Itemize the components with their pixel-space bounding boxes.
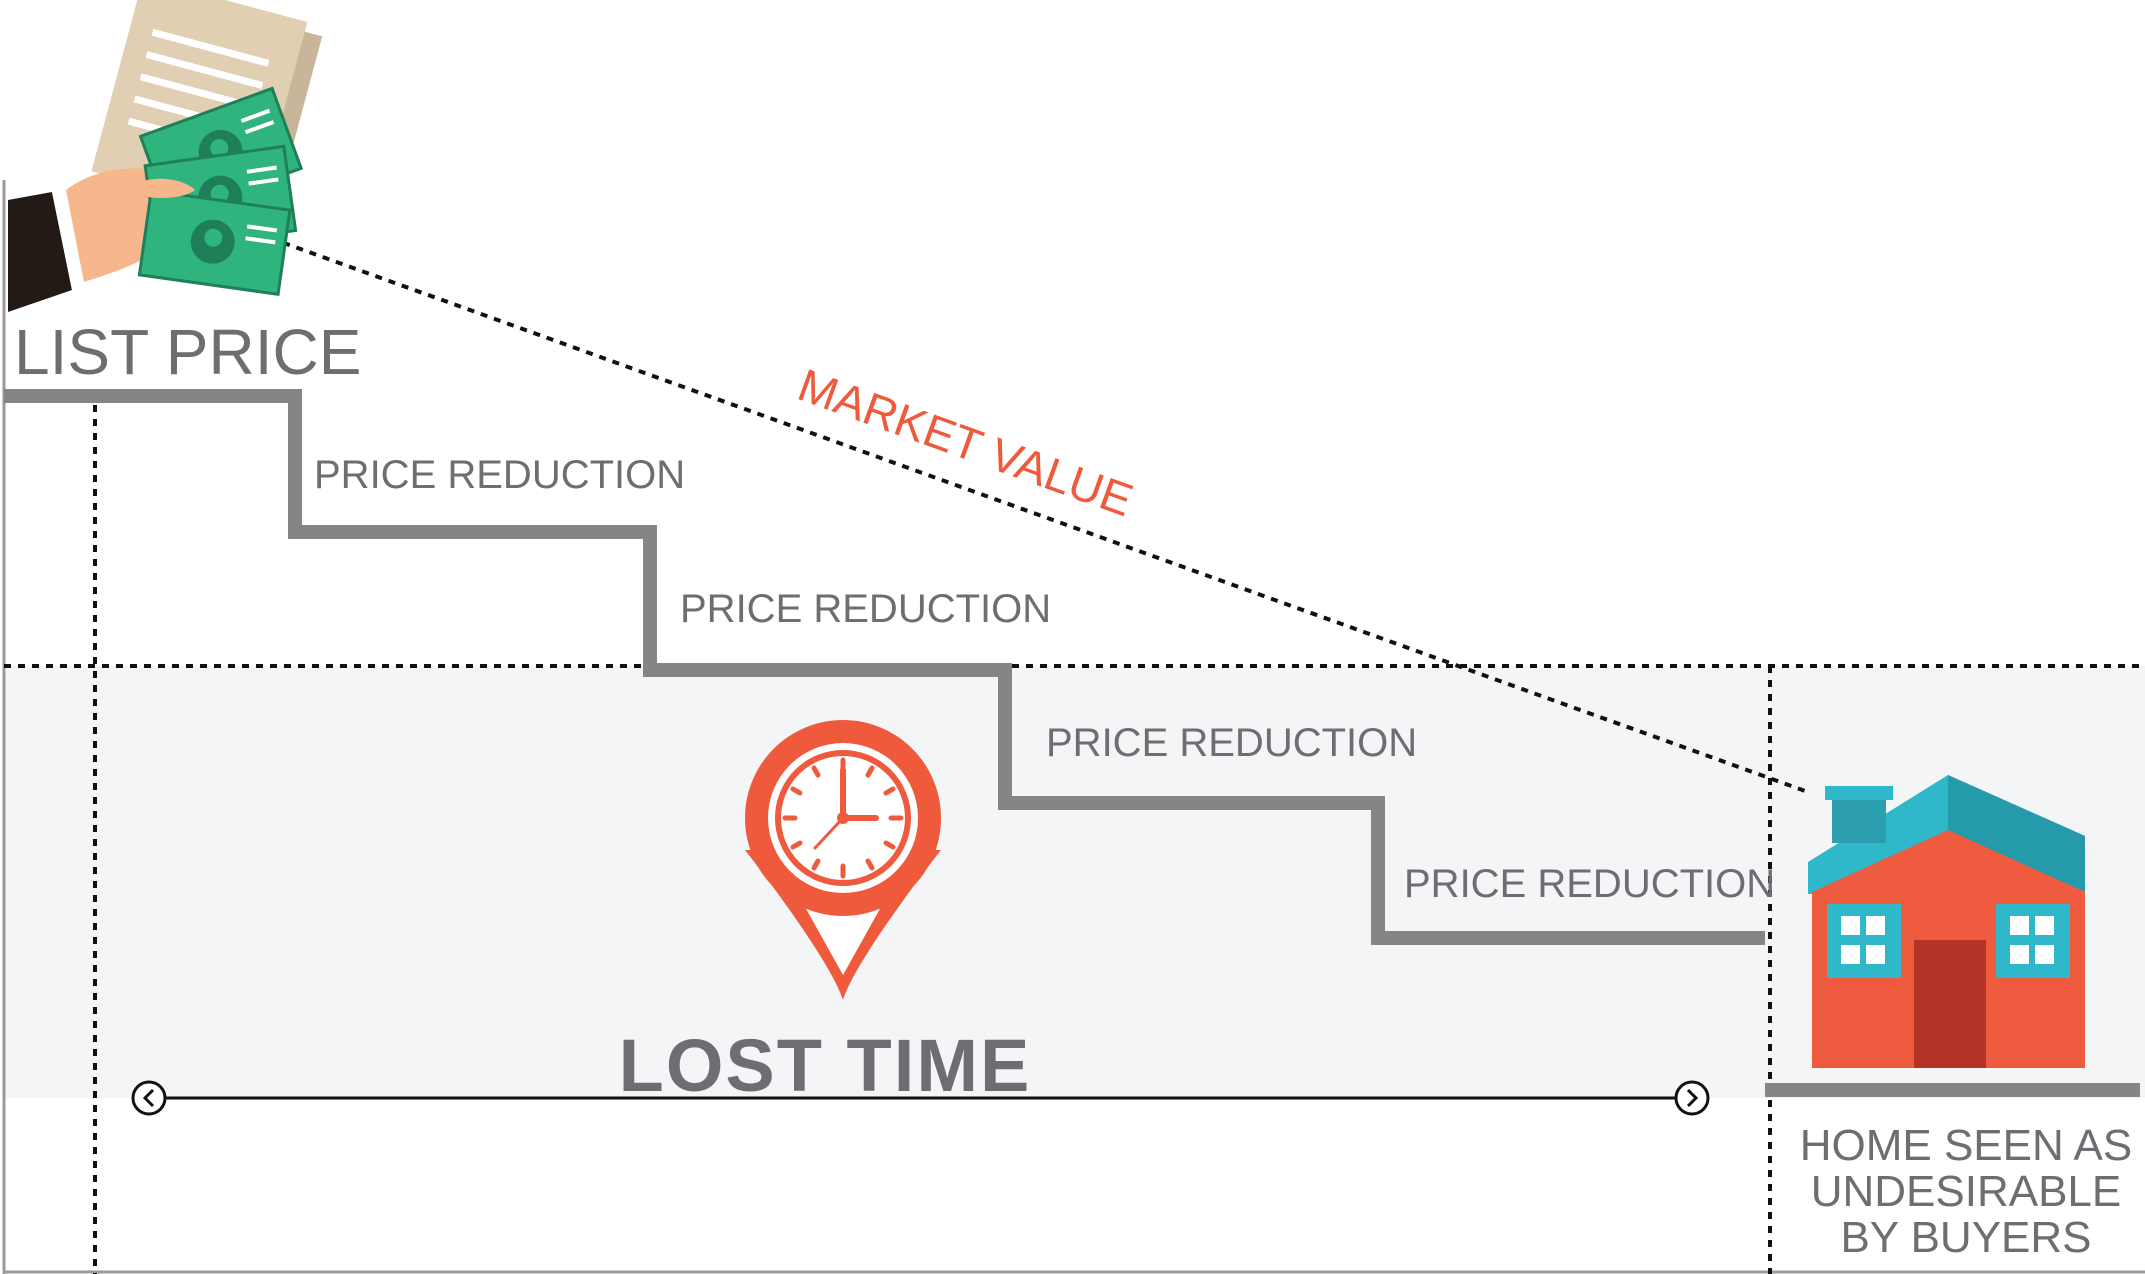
home-caption-line-3: BY BUYERS xyxy=(1840,1213,2091,1262)
dotted-guides xyxy=(4,236,2145,1274)
list-price-label: LIST PRICE xyxy=(14,316,361,388)
house-icon xyxy=(1808,775,2085,1068)
price-reduction-label-2: PRICE REDUCTION xyxy=(680,587,1051,631)
price-reduction-label-1: PRICE REDUCTION xyxy=(314,453,685,497)
lost-time-label: LOST TIME xyxy=(619,1024,1032,1107)
home-caption-line-2: UNDESIRABLE xyxy=(1811,1167,2122,1216)
price-reduction-label-3: PRICE REDUCTION xyxy=(1046,721,1417,765)
hand-holding-cash-icon xyxy=(8,0,323,312)
market-value-line xyxy=(269,236,1809,794)
market-value-label: MARKET VALUE xyxy=(792,358,1140,526)
lost-time-arrow xyxy=(131,1080,1710,1116)
price-staircase xyxy=(4,389,1765,945)
house-right-window xyxy=(1996,904,2070,978)
lost-time-band xyxy=(4,666,2145,1098)
chevron-left-circle-icon xyxy=(131,1080,167,1116)
clock-location-pin-icon xyxy=(745,720,941,1000)
chevron-right-circle-icon xyxy=(1674,1080,1710,1116)
house-left-window xyxy=(1827,904,1901,978)
home-caption-line-1: HOME SEEN AS xyxy=(1800,1121,2133,1170)
price-reduction-label-4: PRICE REDUCTION xyxy=(1404,862,1775,906)
